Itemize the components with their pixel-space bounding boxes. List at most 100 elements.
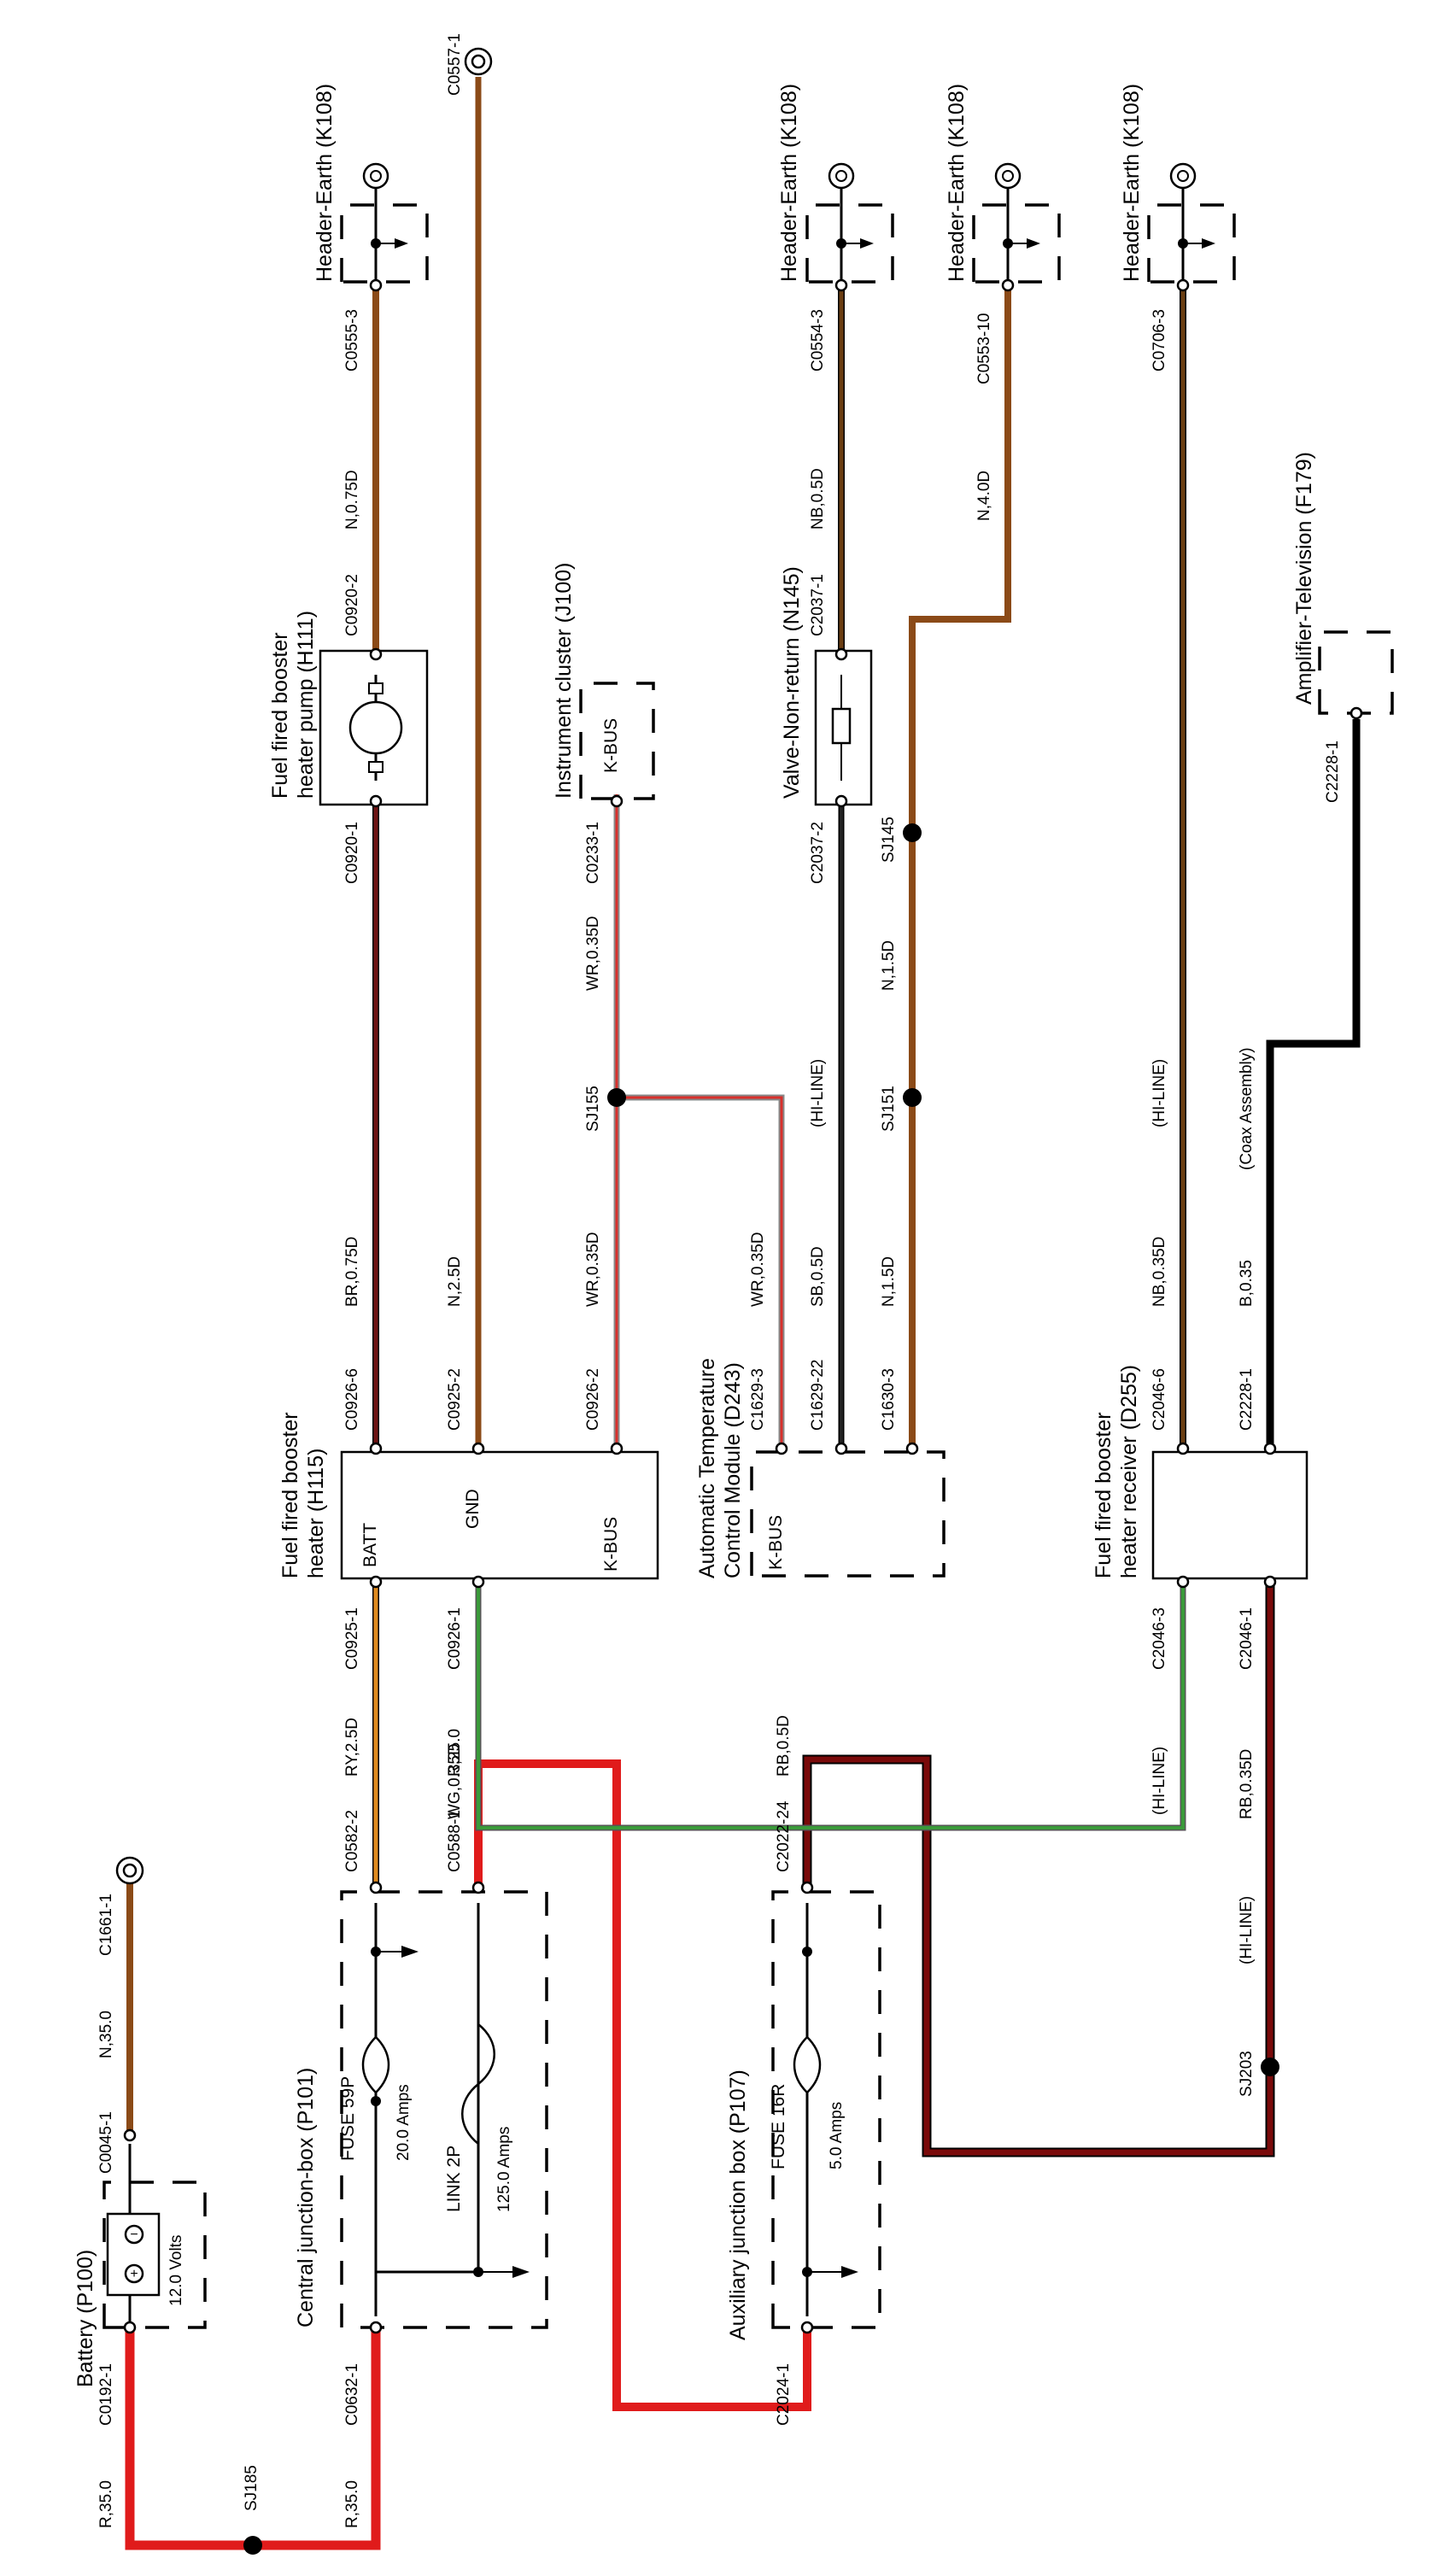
wire-label-rb035: RB,0.35D — [1238, 1749, 1256, 1819]
conn-c0925-1: C0925-1 — [343, 1607, 361, 1670]
wire-link-output — [474, 1759, 811, 2411]
pin-c2046-6 — [1176, 1442, 1190, 1455]
wire-label-hiline1: (HI-LINE) — [1150, 1747, 1168, 1815]
conn-c2046-6: C2046-6 — [1150, 1368, 1168, 1431]
cluster-name: Instrument cluster (J100) — [552, 563, 576, 799]
pin-c1629-3 — [775, 1442, 788, 1455]
pin-c2228-1 — [1263, 1442, 1277, 1455]
conn-c0632-1: C0632-1 — [343, 2363, 361, 2426]
header-earth-2 — [805, 162, 894, 284]
eyelet-c0557-icon — [464, 47, 493, 76]
wire-kbus-atc-color — [617, 1096, 783, 1443]
splices — [243, 823, 1279, 2555]
conn-c2022-24: C2022-24 — [775, 1800, 793, 1872]
heater-pump-h111 — [319, 649, 429, 806]
wire-label-bat-feed: R,35.0 — [97, 2480, 115, 2528]
battery: − + — [102, 2144, 207, 2329]
header-earth-1 — [340, 162, 429, 284]
valve-name: Valve-Non-return (N145) — [780, 566, 804, 799]
conn-c2228-1-amp: C2228-1 — [1324, 741, 1342, 803]
pump-name-1: Fuel fired booster — [268, 632, 292, 799]
wire-fuse16-output — [802, 1551, 1275, 2157]
fuse16-label: FUSE 16R — [769, 2084, 788, 2169]
splice-sj145 — [903, 823, 922, 842]
conn-c0555-3: C0555-3 — [343, 309, 361, 372]
heater-pin-batt: BATT — [360, 1523, 380, 1567]
pin-c0045-1 — [123, 2128, 137, 2142]
conn-c1629-22: C1629-22 — [809, 1360, 827, 1431]
conn-c0582-2: C0582-2 — [343, 1810, 361, 1872]
splice-label-sj155: SJ155 — [584, 1086, 602, 1132]
pin-c0926-2 — [610, 1442, 624, 1455]
wire-label-kbus-wr1: WR,0.35D — [584, 1232, 602, 1307]
amplifier-name: Amplifier-Television (F179) — [1292, 452, 1316, 705]
wire-label-link2-out: R,25.0 — [446, 1729, 464, 1777]
heater-h115 — [340, 1450, 659, 1580]
splice-sj151 — [903, 1088, 922, 1107]
atc-module-d243 — [750, 1450, 946, 1578]
wire-label-hiline4: (HI-LINE) — [1150, 1059, 1168, 1127]
pin-c2046-1 — [1263, 1575, 1277, 1589]
fuse59-label: FUSE 59P — [338, 2076, 358, 2161]
pin-c2022-24 — [800, 1881, 814, 1894]
wire-label-hiline3: (HI-LINE) — [809, 1059, 827, 1127]
conn-c1629-3: C1629-3 — [749, 1368, 767, 1431]
wire-label-n15b: N,1.5D — [880, 940, 898, 991]
splice-sj155 — [607, 1088, 626, 1107]
link2-rating: 125.0 Amps — [495, 2127, 513, 2212]
pin-c0555-3 — [369, 278, 383, 292]
wire-coax — [1266, 719, 1361, 1443]
heater-pin-gnd: GND — [463, 1489, 483, 1529]
pin-c0706-3 — [1176, 278, 1190, 292]
wire-label-sb: SB,0.5D — [809, 1246, 827, 1307]
wire-label-n15a: N,1.5D — [880, 1256, 898, 1307]
svg-text:−: − — [130, 2228, 138, 2242]
receiver-d255 — [1151, 1450, 1309, 1580]
ajb-name: Auxiliary junction box (P107) — [726, 2070, 750, 2340]
pin-c0920-1 — [369, 794, 383, 808]
conn-c2046-1: C2046-1 — [1238, 1607, 1256, 1670]
wire-label-nb035: NB,0.35D — [1150, 1237, 1168, 1307]
pin-c2037-2 — [834, 794, 848, 808]
pin-c2228-1-amp — [1350, 706, 1363, 720]
central-junction-box — [340, 1890, 548, 2329]
wire-atc-earth — [909, 282, 1011, 1443]
receiver-name-1: Fuel fired booster — [1092, 1412, 1115, 1578]
atc-name-1: Automatic Temperature — [695, 1358, 719, 1578]
conn-c0557-1: C0557-1 — [446, 33, 464, 96]
heater-name-1: Fuel fired booster — [278, 1412, 302, 1578]
labels: Battery (P100) 12.0 Volts Central juncti… — [73, 33, 1342, 2528]
splice-sj203 — [1261, 2058, 1279, 2076]
splice-label-sj185: SJ185 — [243, 2465, 261, 2511]
wire-fuse16-output-color — [804, 1551, 1273, 2156]
wire-label-b035: B,0.35 — [1238, 1260, 1256, 1307]
conn-c2037-1: C2037-1 — [809, 574, 827, 636]
valve-n145 — [814, 649, 873, 806]
pin-c1629-22 — [834, 1442, 848, 1455]
splice-sj185 — [243, 2536, 262, 2555]
wire-label-gnd: N,2.5D — [446, 1256, 464, 1307]
wire-battery-feed — [125, 2323, 381, 2550]
wire-label-coax: (Coax Assembly) — [1238, 1047, 1256, 1170]
earth2-name: Header-Earth (K108) — [777, 84, 801, 282]
wire-label-hiline2: (HI-LINE) — [1238, 1896, 1256, 1964]
pin-c0925-2 — [471, 1442, 485, 1455]
earth3-name: Header-Earth (K108) — [945, 84, 969, 282]
header-earth-3 — [972, 162, 1061, 284]
auxiliary-junction-box — [771, 1890, 881, 2329]
wire-label-fuse16-out: RB,0.5D — [775, 1715, 793, 1777]
svg-text:+: + — [130, 2267, 138, 2281]
instrument-cluster-j100 — [579, 682, 655, 800]
conn-c2024-1: C2024-1 — [775, 2363, 793, 2426]
conn-c0192-1: C0192-1 — [97, 2363, 115, 2426]
conn-c0554-3: C0554-3 — [809, 309, 827, 372]
conn-c1661-1: C1661-1 — [97, 1894, 115, 1956]
receiver-name-2: heater receiver (D255) — [1117, 1365, 1141, 1578]
wires — [125, 77, 1361, 2550]
amplifier-f179 — [1318, 630, 1394, 715]
pin-c0920-2 — [369, 647, 383, 661]
pin-c0925-1 — [369, 1575, 383, 1589]
pin-c0554-3 — [834, 278, 848, 292]
conn-c0926-2: C0926-2 — [584, 1368, 602, 1431]
